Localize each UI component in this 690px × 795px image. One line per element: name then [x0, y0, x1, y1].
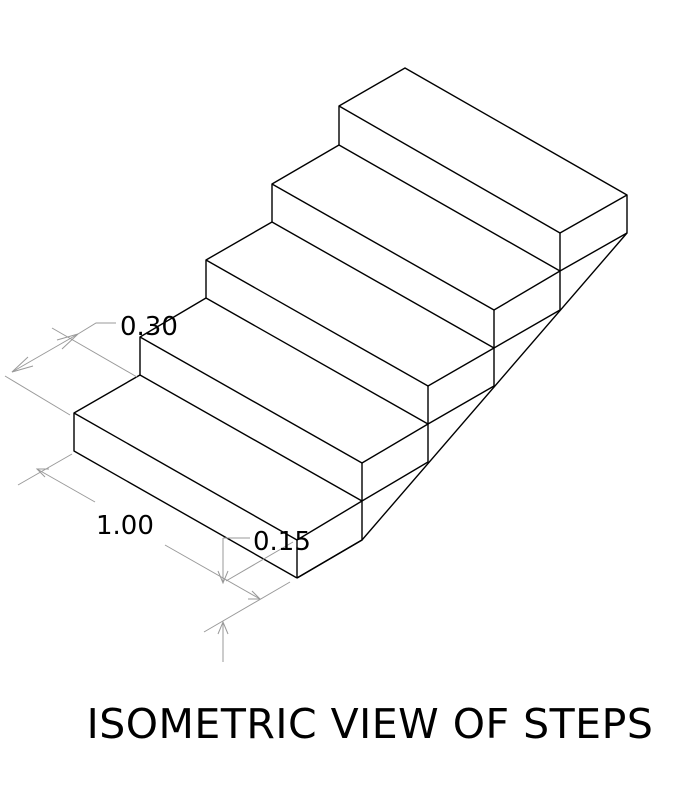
step-4-front — [493, 270, 561, 311]
dimension-riser-height: 0.15 — [217, 527, 311, 662]
step-1-front — [296, 500, 363, 541]
tread-depth-label: 0.30 — [120, 312, 178, 342]
step-2-edge — [139, 336, 363, 464]
riser-arrow-upper — [217, 570, 229, 585]
step-5-outline — [338, 67, 628, 272]
step-2-outline — [139, 297, 429, 502]
step-5-edge — [338, 105, 561, 234]
stair-underside — [296, 232, 628, 579]
step-3-front — [427, 347, 495, 387]
step-2-front — [361, 423, 429, 464]
drawing-caption: ISOMETRIC VIEW OF STEPS — [86, 700, 654, 748]
dimension-tread-depth: 0.30 — [4, 312, 178, 416]
width-dimension-line-right — [164, 544, 261, 600]
step-1-edge — [73, 412, 298, 541]
staircase-body — [73, 67, 628, 579]
dimension-step-width: 1.00 — [17, 453, 291, 633]
riser-extension-line — [225, 541, 294, 582]
step-4-edge — [271, 183, 495, 311]
width-arrow-right — [248, 590, 262, 600]
tread-extension-line-upper — [51, 327, 138, 378]
riser-arrow-lower — [217, 620, 229, 635]
width-dimension-line-left — [36, 468, 96, 503]
riser-height-label: 0.15 — [253, 527, 311, 557]
width-arrow-left — [35, 468, 49, 478]
tread-arrow-lower — [11, 356, 34, 373]
step-4-outline — [271, 144, 561, 349]
step-3-edge — [205, 259, 429, 387]
tread-leader — [77, 322, 116, 335]
width-extension-line-right — [203, 581, 291, 633]
tread-dimension-line — [11, 333, 79, 373]
step-1-outline — [73, 374, 363, 579]
step-5-front — [559, 194, 628, 234]
step-width-label: 1.00 — [96, 511, 154, 541]
tread-extension-line-lower — [4, 375, 71, 416]
step-3-outline — [205, 221, 495, 425]
